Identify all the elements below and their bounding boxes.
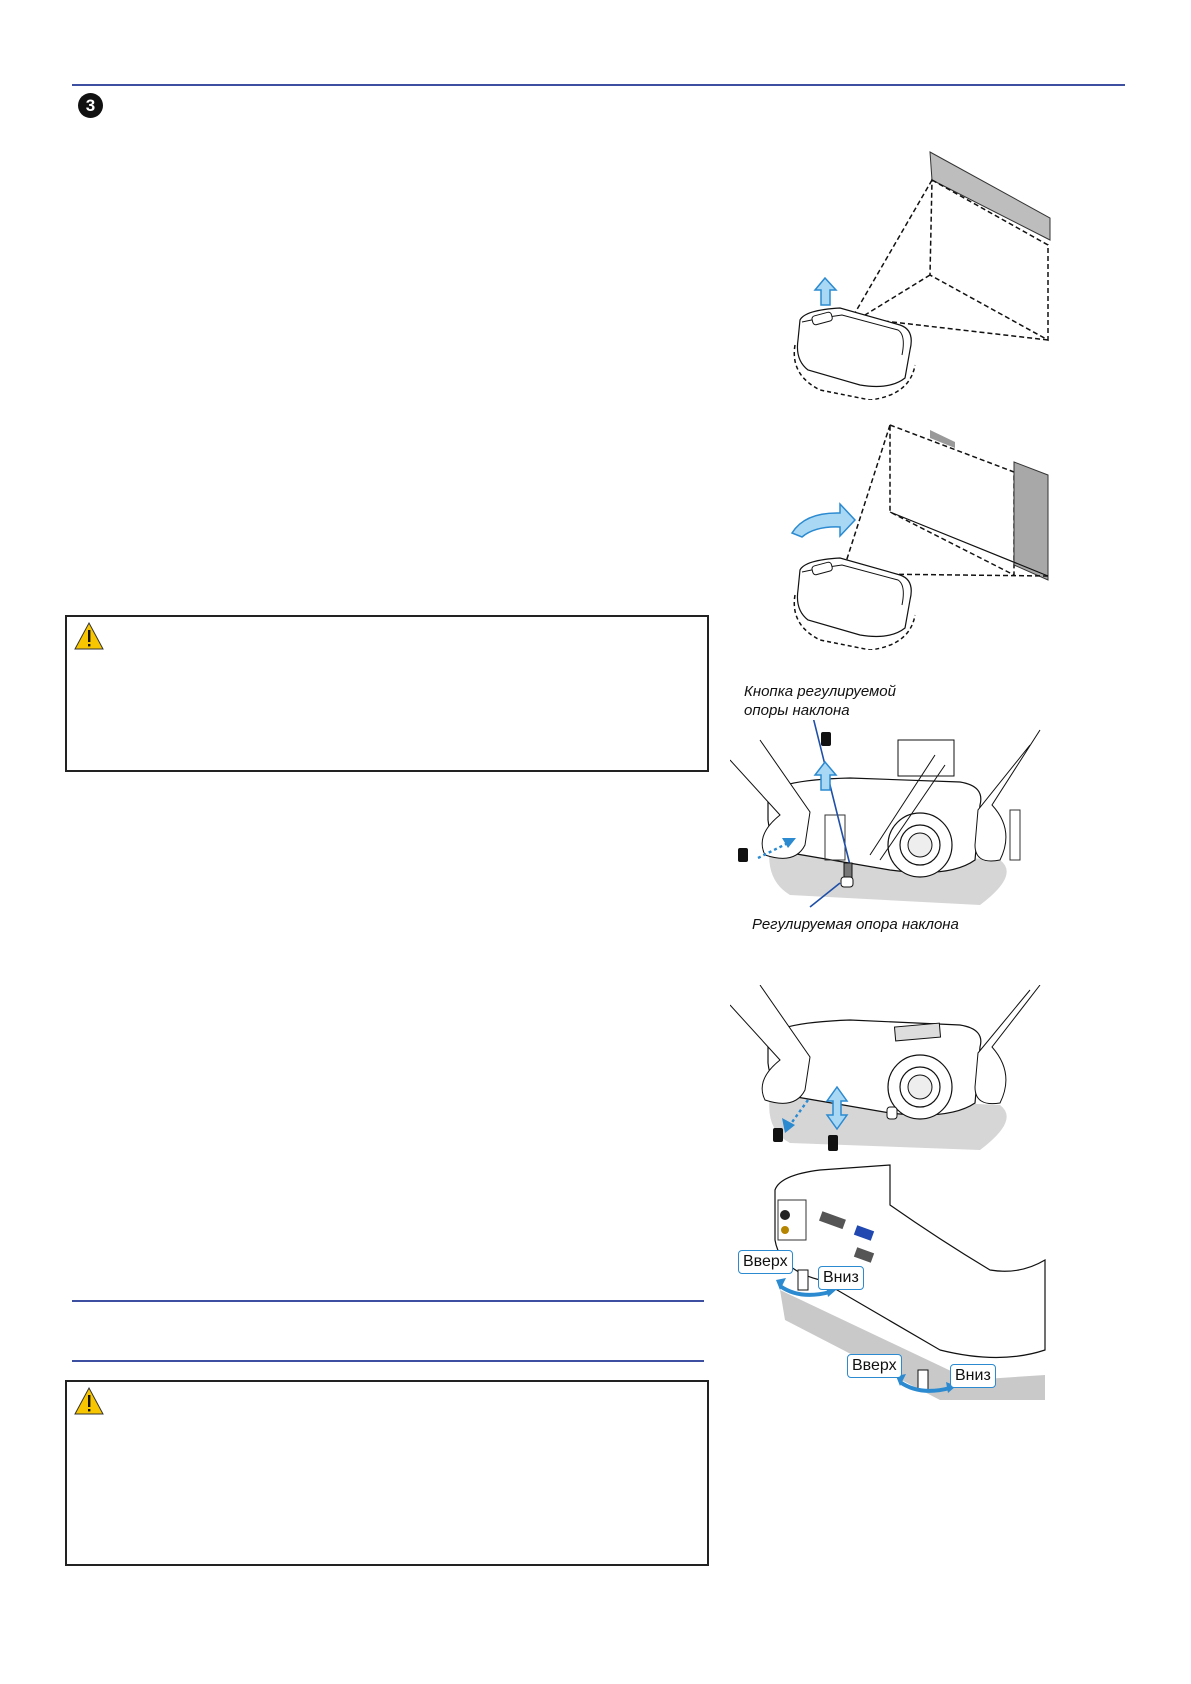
- rear-foot-right: [917, 1369, 929, 1391]
- leader-line-foot: [809, 882, 841, 908]
- step-marker-1: [773, 1128, 783, 1142]
- step-marker-2: [738, 848, 748, 862]
- arrow-up-icon: [813, 276, 838, 306]
- step-marker-1: [821, 732, 831, 746]
- figure-rear-feet: [774, 1164, 1046, 1400]
- figure-fine-adjust-front: [730, 985, 1041, 1151]
- arrow-dotted-icon: [782, 1099, 809, 1133]
- right-hand: [974, 985, 1041, 1105]
- up-label-right: Вверх: [847, 1354, 902, 1378]
- right-hand: [974, 729, 1041, 862]
- caution-box-1: [65, 615, 709, 772]
- left-hand: [730, 985, 811, 1104]
- figure-tilt-up: [793, 151, 1051, 400]
- projected-image-outline: [889, 423, 1015, 577]
- screen-shade: [1013, 461, 1049, 581]
- projector-icon: [793, 557, 916, 650]
- projector-icon: [767, 1019, 982, 1120]
- tilt-foot-button-caption: Кнопка регулируемой опоры наклона: [744, 683, 896, 719]
- figure-rotate: [790, 423, 1049, 650]
- projector-icon: [767, 777, 1021, 878]
- section-rule-1: [72, 1300, 704, 1302]
- projector-icon: [793, 307, 916, 400]
- rear-foot-left: [797, 1269, 809, 1291]
- down-label-right: Вниз: [950, 1364, 996, 1388]
- screen-shade: [929, 151, 1051, 241]
- up-label-left: Вверх: [738, 1250, 793, 1274]
- left-hand: [730, 739, 811, 859]
- arrow-up-icon: [813, 760, 838, 791]
- projector-icon: [774, 1164, 1046, 1359]
- tilt-foot-caption: Регулируемая опора наклона: [752, 916, 959, 933]
- inset-box: [897, 739, 955, 777]
- warning-triangle-icon: [74, 1386, 104, 1415]
- step-marker-2: [828, 1135, 838, 1151]
- down-label-left: Вниз: [818, 1266, 864, 1290]
- step-number-badge: 3: [78, 93, 103, 118]
- top-rule: [72, 84, 1125, 86]
- figure-tilt-foot-button: [730, 720, 1041, 908]
- tilt-foot: [843, 862, 853, 879]
- shadow: [780, 1290, 1045, 1400]
- arrow-dotted-icon: [757, 838, 796, 860]
- arrow-up-down-icon: [825, 1085, 849, 1131]
- section-rule-2: [72, 1360, 704, 1362]
- curved-arrow-right-icon: [790, 502, 857, 538]
- warning-triangle-icon: [74, 621, 104, 650]
- caution-box-2: [65, 1380, 709, 1566]
